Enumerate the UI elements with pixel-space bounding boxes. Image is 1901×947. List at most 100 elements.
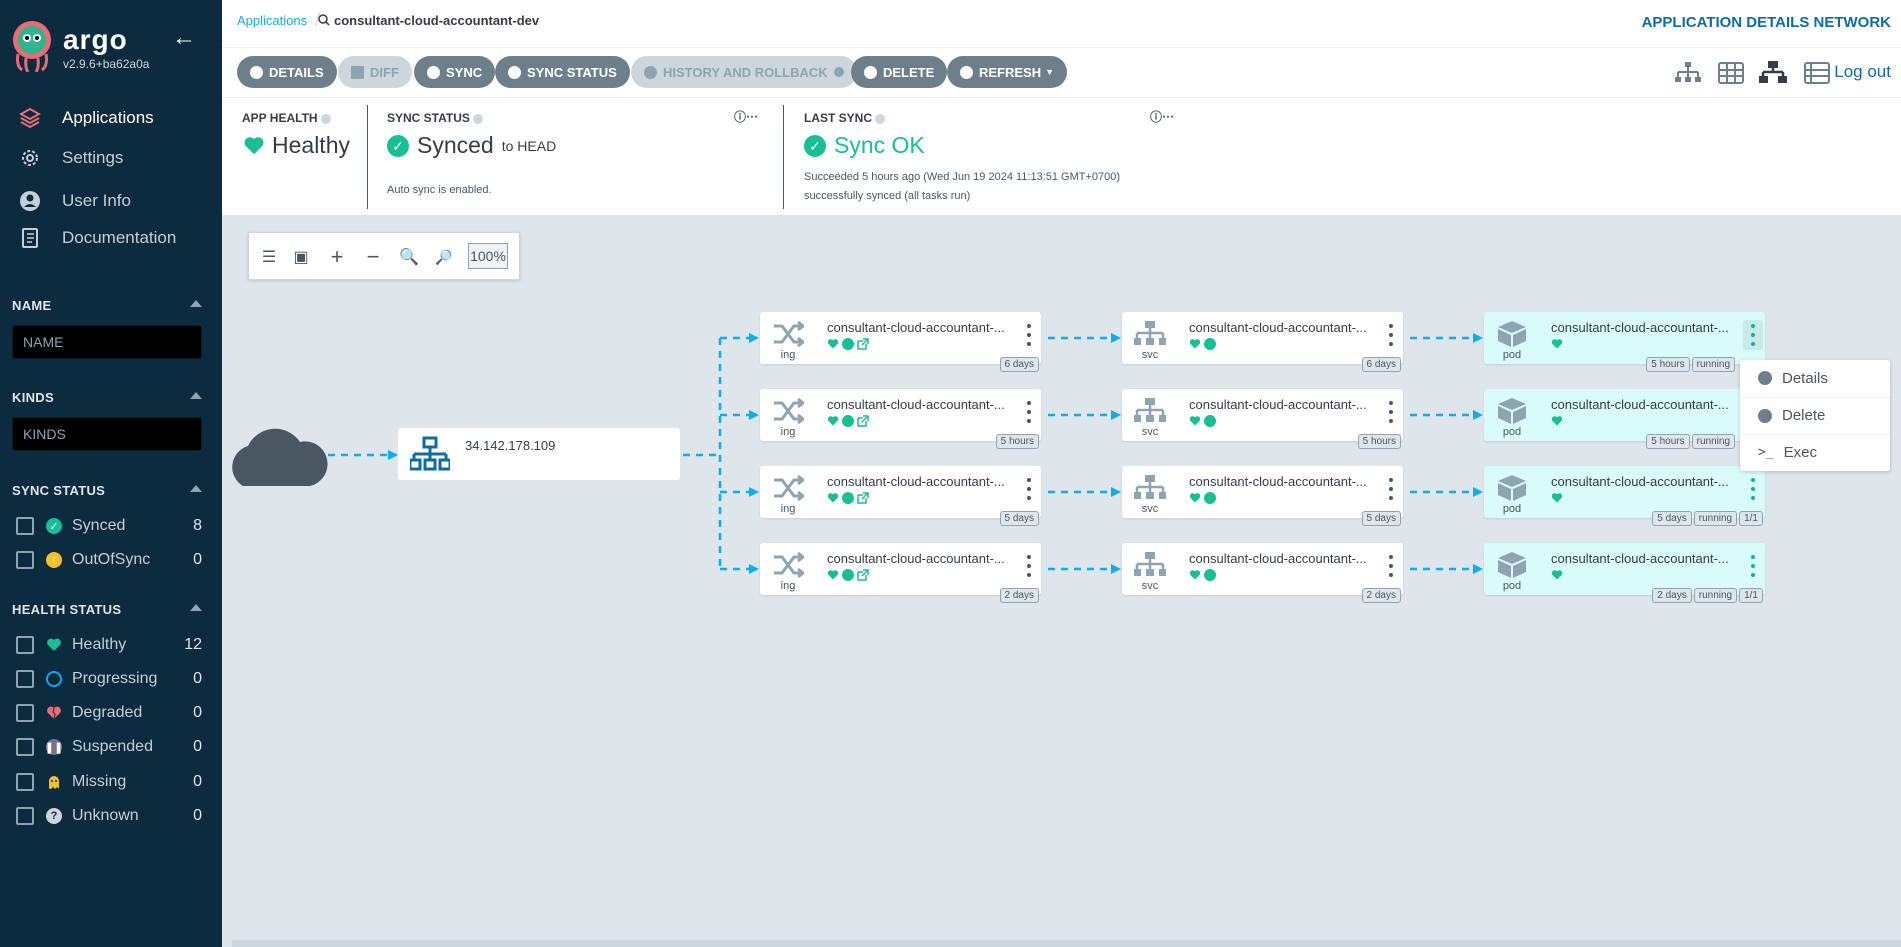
nav-settings[interactable]: Settings [0, 140, 222, 176]
ingress-node[interactable]: ing consultant-cloud-accountant-... 5 da… [760, 466, 1041, 526]
external-link-icon[interactable] [857, 415, 869, 427]
delete-button[interactable]: DELETE [851, 56, 948, 88]
node-status-icons [827, 415, 869, 427]
menu-item-exec[interactable]: >_Exec [1740, 434, 1890, 470]
checkbox[interactable] [16, 670, 34, 688]
kinds-filter-title[interactable]: KINDS [12, 390, 202, 405]
pods-grid-view-icon[interactable] [1717, 60, 1745, 86]
help-icon[interactable] [320, 113, 331, 124]
node-tags: 5 days [999, 511, 1039, 526]
health-status-title[interactable]: HEALTH STATUS [12, 602, 202, 617]
cloud-icon [232, 428, 328, 486]
node-menu-icon[interactable] [1025, 478, 1033, 500]
node-menu-icon[interactable] [1025, 401, 1033, 423]
pod-node[interactable]: pod consultant-cloud-accountant-... 5 ho… [1484, 312, 1765, 372]
details-button[interactable]: DETAILS [237, 56, 337, 88]
diff-button[interactable]: DIFF [338, 56, 412, 88]
info-icon [833, 67, 844, 77]
kinds-filter-input[interactable]: KINDS [12, 417, 202, 451]
info-icon [1758, 371, 1772, 385]
filter-progressing[interactable]: Progressing 0 [16, 667, 202, 691]
filter-missing[interactable]: Missing 0 [16, 770, 202, 794]
service-node[interactable]: svc consultant-cloud-accountant-... 5 da… [1122, 466, 1403, 526]
help-icon[interactable] [875, 113, 886, 124]
external-link-icon[interactable] [857, 338, 869, 350]
network-view-icon[interactable] [1759, 60, 1787, 86]
checkbox[interactable] [16, 738, 34, 756]
node-menu-icon[interactable] [1387, 401, 1395, 423]
load-balancer-node[interactable]: 34.142.178.109 [398, 428, 680, 480]
nav-user-info[interactable]: User Info [0, 183, 222, 219]
history-rollback-button[interactable]: HISTORY AND ROLLBACK [631, 56, 857, 88]
ingress-node[interactable]: ing consultant-cloud-accountant-... 2 da… [760, 543, 1041, 603]
service-node[interactable]: svc consultant-cloud-accountant-... 2 da… [1122, 543, 1403, 603]
list-view-icon[interactable] [1803, 60, 1831, 86]
last-sync-more-icon[interactable]: ⓘ⋯ [1150, 110, 1175, 124]
heart-icon [1551, 493, 1563, 503]
node-menu-icon[interactable] [1025, 555, 1033, 577]
sync-status-title[interactable]: SYNC STATUS [12, 483, 202, 498]
horizontal-scrollbar[interactable] [232, 940, 1901, 947]
service-node[interactable]: svc consultant-cloud-accountant-... 5 ho… [1122, 389, 1403, 449]
filter-suspended[interactable]: ❚❚ Suspended 0 [16, 735, 202, 759]
pod-node[interactable]: pod consultant-cloud-accountant-... 2 da… [1484, 543, 1765, 603]
pod-node[interactable]: pod consultant-cloud-accountant-... 5 ho… [1484, 389, 1765, 449]
filter-outofsync[interactable]: ↑ OutOfSync 0 [16, 548, 202, 572]
external-link-icon[interactable] [857, 492, 869, 504]
checkbox[interactable] [16, 636, 34, 654]
refresh-button[interactable]: REFRESH▼ [947, 56, 1068, 88]
cube-icon [1498, 475, 1526, 501]
help-icon[interactable] [472, 113, 483, 124]
collapse-sidebar-icon[interactable]: ← [172, 24, 196, 51]
logout-link[interactable]: Log out [1834, 62, 1891, 81]
checkbox[interactable] [16, 773, 34, 791]
node-menu-icon[interactable] [1387, 555, 1395, 577]
filter-degraded[interactable]: Degraded 0 [16, 701, 202, 725]
node-menu-icon[interactable] [1749, 478, 1757, 500]
breadcrumb-applications[interactable]: Applications [237, 13, 308, 28]
menu-item-delete[interactable]: Delete [1740, 397, 1890, 433]
service-node[interactable]: svc consultant-cloud-accountant-... 6 da… [1122, 312, 1403, 372]
zoom-minus-icon[interactable]: − [366, 244, 380, 269]
sync-more-icon[interactable]: ⓘ⋯ [734, 110, 759, 124]
service-icon [1134, 552, 1166, 576]
node-menu-icon[interactable] [1025, 324, 1033, 346]
filter-count: 0 [193, 773, 202, 790]
filter-healthy[interactable]: Healthy 12 [16, 633, 202, 657]
nav-applications[interactable]: Applications [0, 100, 222, 136]
tree-view-icon[interactable] [1674, 60, 1702, 86]
ingress-node[interactable]: ing consultant-cloud-accountant-... 6 da… [760, 312, 1041, 372]
node-menu-icon[interactable] [1743, 320, 1763, 350]
checkbox[interactable] [16, 517, 34, 535]
zoom-out-icon[interactable]: 🔎 [435, 248, 453, 265]
node-name: consultant-cloud-accountant-... [1189, 397, 1367, 412]
node-name: consultant-cloud-accountant-... [827, 551, 1005, 566]
node-status-icons [827, 569, 869, 581]
align-left-icon[interactable]: ☰ [261, 249, 277, 266]
breadcrumb-current-app[interactable]: consultant-cloud-accountant-dev [334, 13, 540, 28]
pod-node[interactable]: pod consultant-cloud-accountant-... 5 da… [1484, 466, 1765, 526]
ingress-node[interactable]: ing consultant-cloud-accountant-... 5 ho… [760, 389, 1041, 449]
checkbox[interactable] [16, 551, 34, 569]
name-filter-title[interactable]: NAME [12, 298, 202, 313]
check-circle-icon [842, 338, 854, 350]
node-menu-icon[interactable] [1387, 478, 1395, 500]
node-menu-icon[interactable] [1749, 555, 1757, 577]
sync-status-button[interactable]: SYNC STATUS [495, 56, 630, 88]
gear-icon [18, 146, 42, 170]
external-link-icon[interactable] [857, 569, 869, 581]
filter-synced[interactable]: ✓ Synced 8 [16, 514, 202, 538]
checkbox[interactable] [16, 704, 34, 722]
zoom-in-icon[interactable]: 🔍 [399, 249, 419, 266]
checkbox[interactable] [16, 807, 34, 825]
node-menu-icon[interactable] [1387, 324, 1395, 346]
zoom-plus-icon[interactable]: + [330, 244, 344, 269]
age-tag: 5 hours [1357, 434, 1401, 449]
name-filter-input[interactable]: NAME [12, 325, 202, 359]
menu-item-details[interactable]: Details [1740, 360, 1890, 396]
nav-documentation[interactable]: Documentation [0, 220, 222, 256]
heart-icon [1551, 339, 1563, 349]
filter-unknown[interactable]: ? Unknown 0 [16, 804, 202, 828]
sync-button[interactable]: SYNC [414, 56, 496, 88]
fit-screen-icon[interactable]: ▣ [293, 249, 309, 266]
